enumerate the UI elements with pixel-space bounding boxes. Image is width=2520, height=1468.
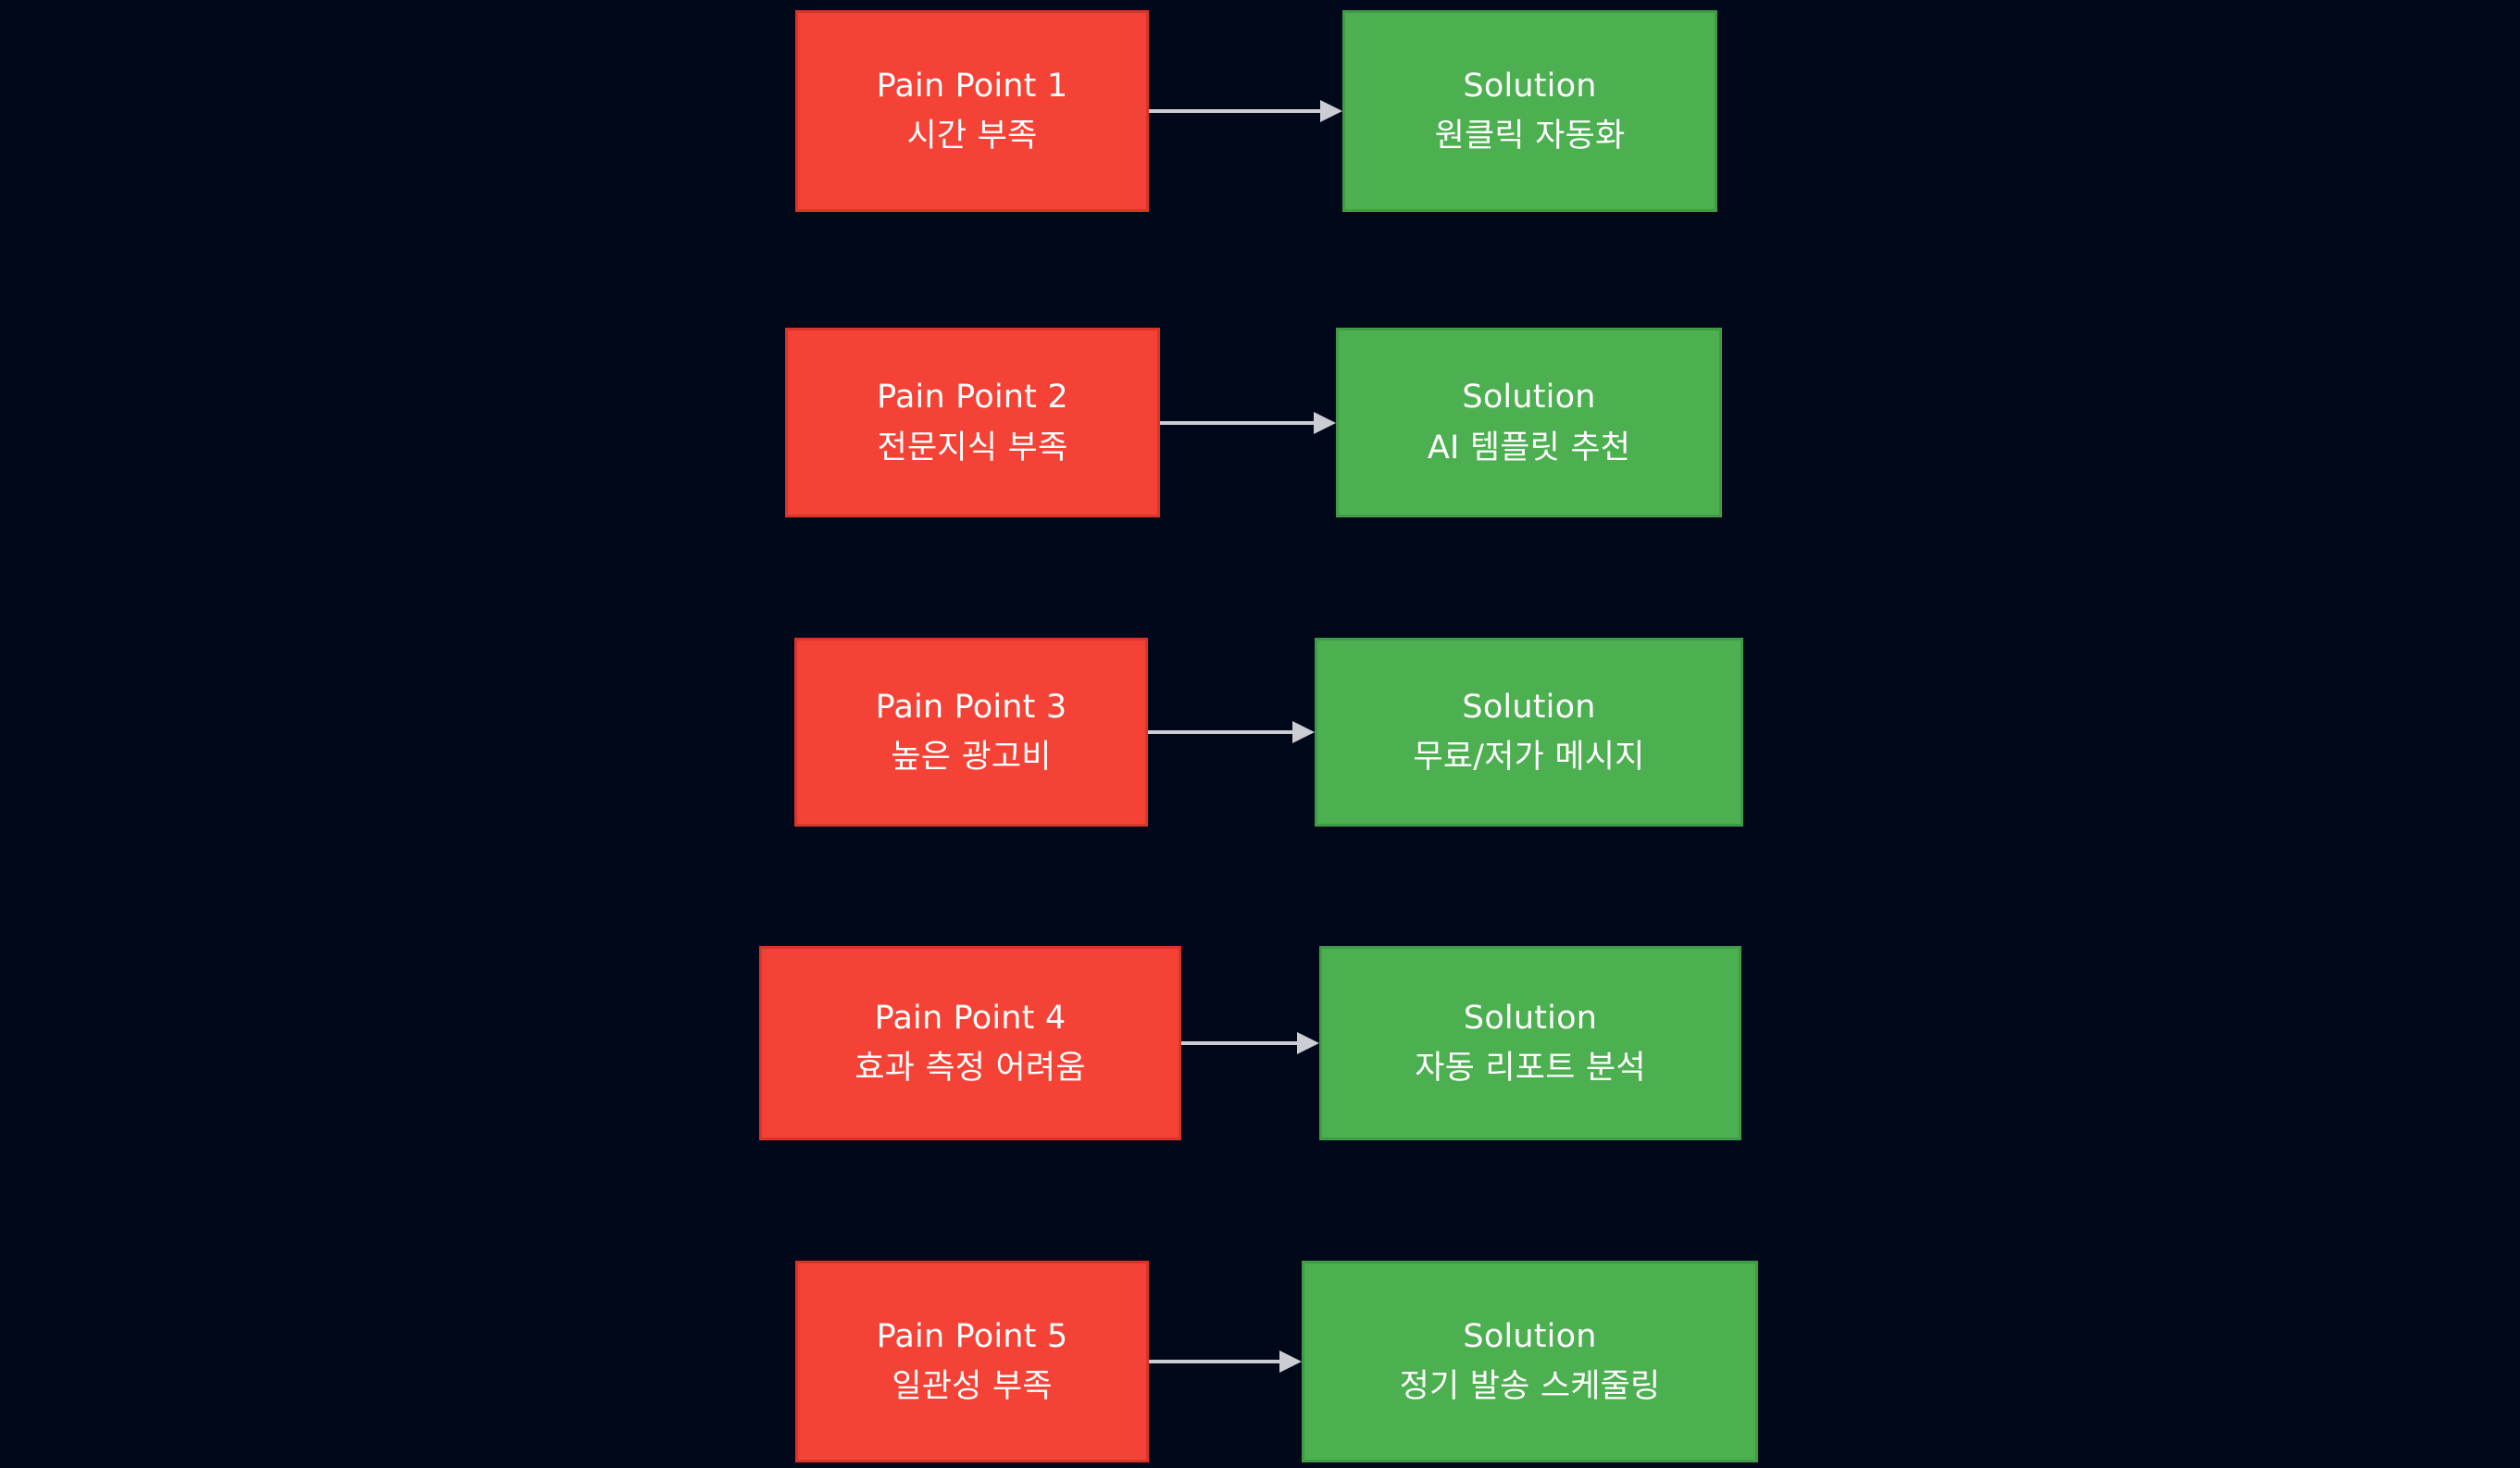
solution-detail-5: 정기 발송 스케줄링 [1399,1368,1661,1405]
solution-detail-2: AI 템플릿 추천 [1427,429,1631,467]
pain-point-detail-2: 전문지식 부족 [877,429,1068,467]
solution-detail-3: 무료/저가 메시지 [1413,739,1645,776]
arrow-right-icon-4 [1181,1025,1319,1062]
solution-node-4[interactable]: Solution 자동 리포트 분석 [1319,946,1741,1140]
arrow-right-icon-1 [1149,93,1342,130]
pain-point-detail-4: 효과 측정 어려움 [855,1050,1086,1087]
solution-node-5[interactable]: Solution 정기 발송 스케줄링 [1302,1261,1758,1462]
solution-node-2[interactable]: Solution AI 템플릿 추천 [1336,328,1722,517]
solution-detail-1: 원클릭 자동화 [1434,118,1626,155]
solution-title-4: Solution [1463,999,1598,1037]
pain-point-title-4: Pain Point 4 [874,999,1067,1037]
solution-title-2: Solution [1462,379,1596,417]
pain-point-detail-3: 높은 광고비 [891,739,1052,776]
pain-point-node-1[interactable]: Pain Point 1 시간 부족 [795,10,1149,212]
pain-point-title-2: Pain Point 2 [877,379,1068,417]
arrow-right-icon-3 [1148,714,1315,751]
pain-point-node-2[interactable]: Pain Point 2 전문지식 부족 [785,328,1160,517]
solution-node-3[interactable]: Solution 무료/저가 메시지 [1315,638,1743,827]
pain-point-node-4[interactable]: Pain Point 4 효과 측정 어려움 [759,946,1181,1140]
arrow-right-icon-2 [1160,404,1336,442]
pain-point-detail-5: 일관성 부족 [892,1368,1053,1405]
solution-title-3: Solution [1462,688,1596,726]
solution-node-1[interactable]: Solution 원클릭 자동화 [1342,10,1717,212]
pain-point-title-3: Pain Point 3 [875,688,1067,726]
solution-detail-4: 자동 리포트 분석 [1415,1050,1646,1087]
pain-point-title-5: Pain Point 5 [876,1317,1068,1355]
pain-point-detail-1: 시간 부족 [906,118,1038,155]
solution-title-5: Solution [1463,1317,1597,1355]
pain-point-title-1: Pain Point 1 [876,67,1068,105]
solution-title-1: Solution [1463,67,1597,105]
pain-point-node-3[interactable]: Pain Point 3 높은 광고비 [794,638,1148,827]
arrow-right-icon-5 [1149,1343,1302,1380]
pain-point-node-5[interactable]: Pain Point 5 일관성 부족 [795,1261,1149,1462]
